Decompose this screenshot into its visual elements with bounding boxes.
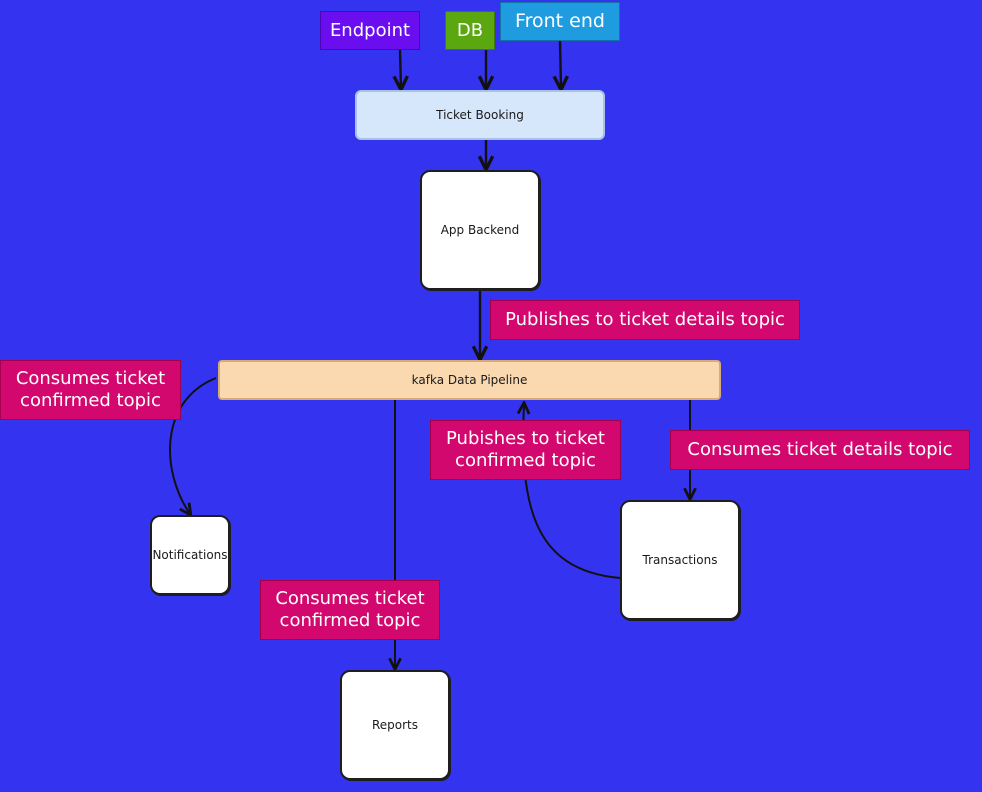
frontend-tag: Front end bbox=[500, 2, 620, 41]
reports-node: Reports bbox=[340, 670, 450, 780]
app-backend-node: App Backend bbox=[420, 170, 540, 290]
edge-frontend-to-booking bbox=[560, 39, 561, 88]
transactions-label: Transactions bbox=[642, 553, 718, 567]
label-consumes-confirmed-reports: Consumes ticket confirmed topic bbox=[260, 580, 440, 640]
app-backend-label: App Backend bbox=[440, 223, 520, 237]
kafka-pipeline-node: kafka Data Pipeline bbox=[218, 360, 721, 400]
label-publishes-confirmed: Pubishes to ticket confirmed topic bbox=[430, 420, 621, 480]
edge-kafka-to-notifications bbox=[169, 377, 217, 514]
notifications-label: Notifications bbox=[152, 548, 228, 562]
label-publishes-details: Publishes to ticket details topic bbox=[490, 300, 800, 340]
label-consumes-details: Consumes ticket details topic bbox=[670, 430, 970, 470]
ticket-booking-node: Ticket Booking bbox=[355, 90, 605, 140]
edge-endpoint-to-booking bbox=[400, 49, 401, 88]
endpoint-tag: Endpoint bbox=[320, 11, 420, 50]
label-consumes-confirmed-notifications: Consumes ticket confirmed topic bbox=[0, 360, 181, 420]
reports-label: Reports bbox=[371, 718, 419, 732]
db-tag: DB bbox=[445, 11, 495, 50]
transactions-node: Transactions bbox=[620, 500, 740, 620]
notifications-node: Notifications bbox=[150, 515, 230, 595]
kafka-pipeline-label: kafka Data Pipeline bbox=[411, 373, 528, 387]
ticket-booking-label: Ticket Booking bbox=[436, 108, 524, 122]
